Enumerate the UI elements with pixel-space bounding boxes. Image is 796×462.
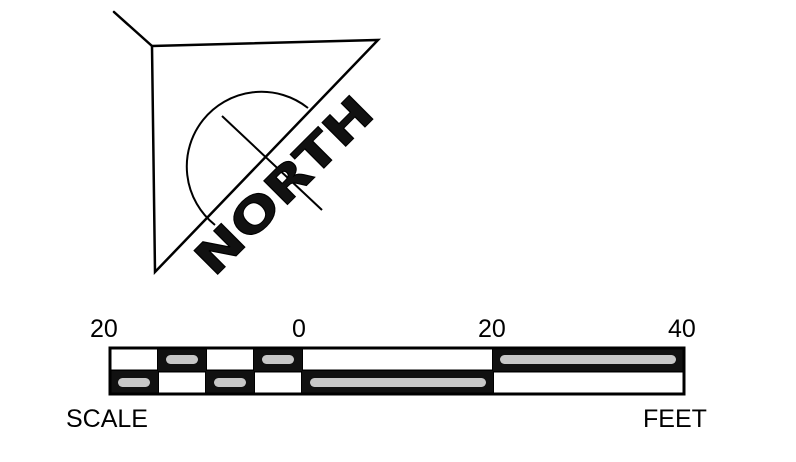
north-label: NORTH: [184, 85, 385, 286]
north-declination-arc: [185, 90, 309, 226]
scale-bar-highlight: [118, 378, 150, 387]
scale-bar-frame-outline: [108, 346, 686, 396]
scale-bar: 20 0 20 40 SCALE FEET: [66, 315, 707, 433]
units-caption: FEET: [643, 405, 707, 433]
north-arrow: NORTH: [112, 10, 385, 286]
scale-tick-label-40: 40: [668, 315, 696, 343]
scale-bar-highlight: [500, 355, 676, 364]
north-triangle-top-edge: [150, 38, 382, 276]
north-radial-line: [221, 115, 323, 211]
scale-bar-highlight: [214, 378, 246, 387]
scale-caption: SCALE: [66, 405, 148, 433]
scale-bar-highlight: [262, 355, 294, 364]
scale-tick-label-20-left: 20: [90, 315, 118, 343]
north-pointer-line: [112, 10, 154, 48]
scale-tick-label-0: 0: [292, 315, 306, 343]
scale-bar-highlight: [310, 378, 486, 387]
scale-bar-highlight: [166, 355, 198, 364]
scale-tick-label-20-right: 20: [478, 315, 506, 343]
